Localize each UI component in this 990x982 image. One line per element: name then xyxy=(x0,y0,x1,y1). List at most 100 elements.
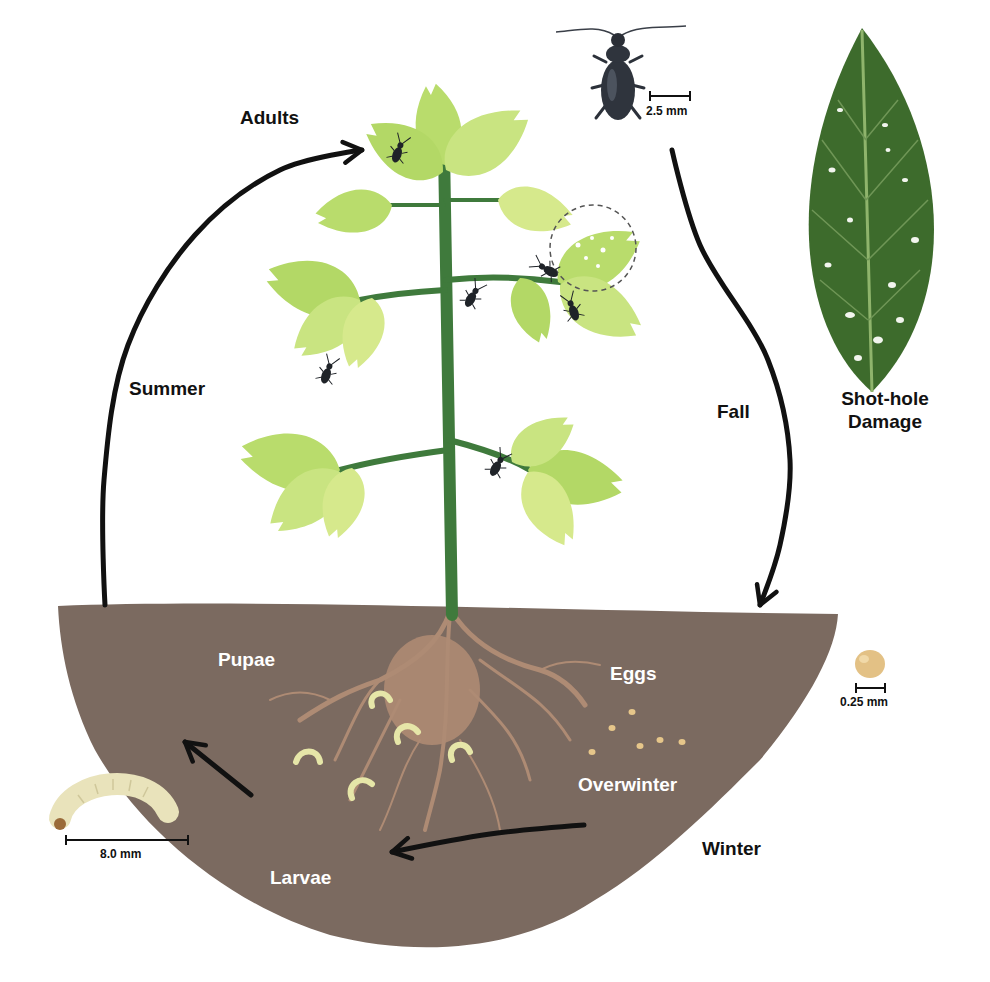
figure-label: Shot-hole Damage xyxy=(815,388,955,434)
root xyxy=(460,740,500,830)
branch xyxy=(360,290,445,300)
figure-label: Winter xyxy=(702,838,761,861)
callout-circle xyxy=(550,205,636,291)
egg-cluster xyxy=(589,709,686,755)
season-label: Summer xyxy=(126,377,208,402)
leaf-hole xyxy=(845,312,855,318)
root xyxy=(480,660,570,740)
larva xyxy=(351,780,372,798)
leaf-blade xyxy=(809,28,934,392)
scale-label: 2.5 mm xyxy=(646,104,687,118)
leaf-hole xyxy=(829,168,836,173)
plant-roots xyxy=(270,612,600,830)
leaf-hole xyxy=(888,282,896,288)
beetle xyxy=(484,446,514,480)
shot-hole xyxy=(596,264,600,268)
shot-hole xyxy=(601,248,606,253)
cycle-arrow xyxy=(392,825,584,852)
egg xyxy=(589,749,596,755)
life-stage-box: Adults xyxy=(238,103,675,150)
shot-hole-leaf xyxy=(809,28,934,392)
leaf xyxy=(501,404,583,478)
beetle-shine xyxy=(607,69,617,101)
beetle xyxy=(386,132,413,165)
leaf-hole xyxy=(911,237,919,243)
beetles xyxy=(315,132,585,480)
larva-figure xyxy=(54,779,168,830)
root xyxy=(335,680,380,760)
leaf-hole xyxy=(837,108,843,112)
branch xyxy=(340,450,448,470)
shot-hole xyxy=(590,236,594,240)
larva-head xyxy=(54,818,66,830)
plant-leaves xyxy=(236,81,652,554)
stage-name: Overwinter xyxy=(578,774,677,797)
leaf xyxy=(334,293,391,373)
leaf-midrib xyxy=(862,30,872,392)
egg xyxy=(629,709,636,715)
cycle-arrow xyxy=(185,742,251,795)
life-stage-box: EggsOverwinter xyxy=(572,605,768,825)
branch xyxy=(390,203,444,207)
cycle-arrow xyxy=(103,150,362,605)
connector-group xyxy=(103,150,791,852)
leaf-hole xyxy=(854,355,862,361)
egg xyxy=(637,743,644,749)
beetle-antenna xyxy=(556,26,686,35)
leaf xyxy=(547,263,651,352)
leaf xyxy=(493,179,578,240)
beetle-head xyxy=(611,33,625,47)
larva xyxy=(371,693,390,706)
larva-segments xyxy=(78,779,148,803)
root xyxy=(540,662,600,670)
root-mass xyxy=(384,635,480,745)
leaf-hole xyxy=(847,218,853,223)
leaf-hole xyxy=(825,263,832,268)
stem xyxy=(444,150,452,615)
stage-name: Adults xyxy=(240,107,299,130)
stage-name: Larvae xyxy=(270,867,331,890)
beetle xyxy=(315,353,342,386)
scale-label: 0.25 mm xyxy=(840,695,888,709)
root xyxy=(270,693,330,701)
larva xyxy=(296,752,320,763)
beetle xyxy=(558,290,585,323)
egg-shine xyxy=(859,655,869,663)
scale-bar xyxy=(650,91,690,101)
leaf-hole xyxy=(873,337,883,344)
beetle-thorax xyxy=(606,45,630,63)
egg xyxy=(609,725,616,731)
shot-holes xyxy=(576,236,615,268)
larva-body xyxy=(60,784,168,818)
season-label: Fall xyxy=(714,400,753,425)
root xyxy=(350,700,400,800)
shot-hole xyxy=(576,243,581,248)
stage-name: Pupae xyxy=(218,649,275,672)
root xyxy=(470,690,530,780)
leaf xyxy=(508,461,588,554)
larva xyxy=(397,726,418,742)
leaf-hole xyxy=(882,123,888,127)
scale-bar xyxy=(856,683,885,693)
leaf-hole xyxy=(886,148,891,152)
root xyxy=(300,612,450,720)
leaf-holes xyxy=(825,108,920,361)
leaf-hole xyxy=(896,317,904,323)
beetle xyxy=(528,253,562,283)
leaf-hole xyxy=(902,178,908,182)
beetle-body xyxy=(601,60,635,120)
egg xyxy=(657,737,664,743)
leaf xyxy=(356,108,455,193)
life-stage-box: Larvae xyxy=(245,795,392,900)
scale-bar xyxy=(66,835,188,845)
cycle-arrow xyxy=(672,150,790,605)
branch xyxy=(445,198,500,202)
leaf xyxy=(313,184,396,239)
scale-label: 8.0 mm xyxy=(100,847,141,861)
soil xyxy=(58,604,838,948)
stage-name: Eggs xyxy=(610,663,656,686)
egg-figure xyxy=(855,650,885,678)
